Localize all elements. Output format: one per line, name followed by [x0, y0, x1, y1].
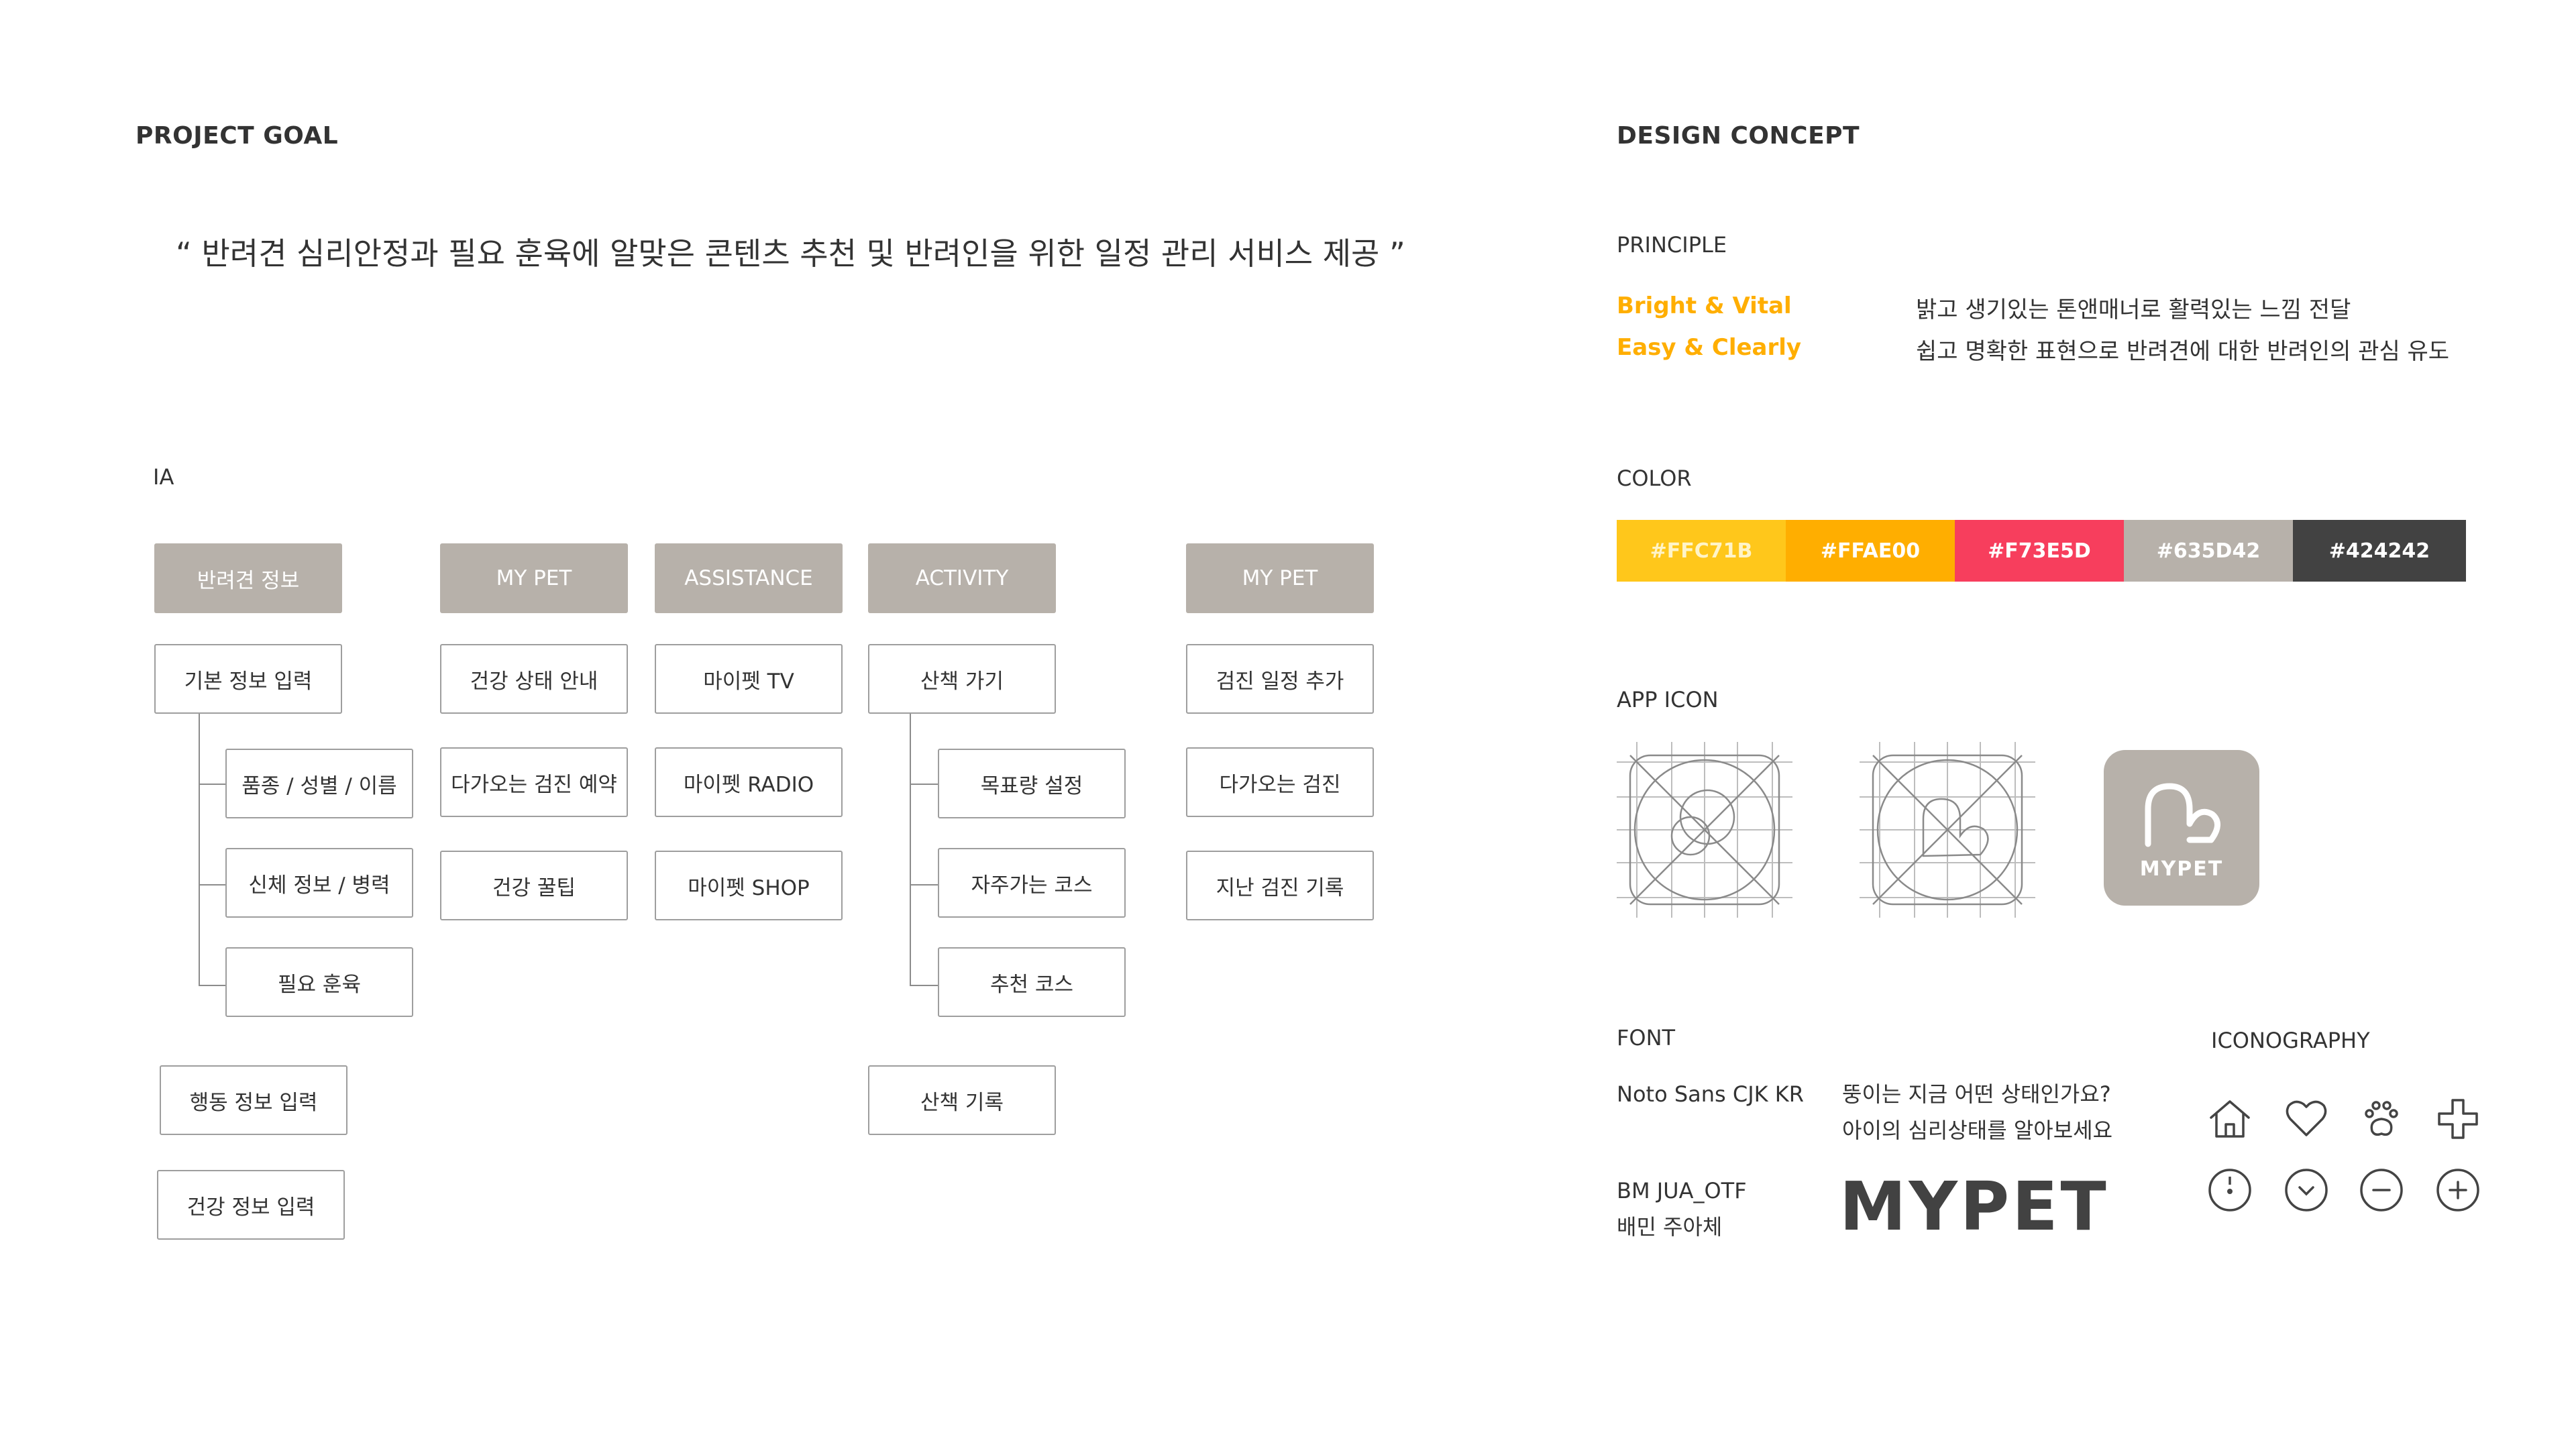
plus-cross-icon	[2438, 1099, 2478, 1139]
ia-node-recommended-course: 추천 코스	[938, 947, 1126, 1017]
ia-head-my-pet: MY PET	[440, 543, 628, 613]
ia-head-pet-info: 반려견 정보	[154, 543, 342, 613]
paw-icon	[2365, 1101, 2398, 1136]
principle-value-easy: 쉽고 명확한 표현으로 반려견에 대한 반려인의 관심 유도	[1916, 338, 2450, 365]
color-swatch-424242: #424242	[2293, 520, 2466, 582]
color-title: COLOR	[1617, 466, 1692, 491]
ia-connector	[910, 784, 939, 785]
ia-node-training: 필요 훈육	[225, 947, 413, 1017]
ia-node-mypet-radio: 마이펫 RADIO	[655, 747, 843, 817]
ia-node-favorite-course: 자주가는 코스	[938, 848, 1126, 918]
heart-icon	[2286, 1100, 2327, 1136]
swatch-label: #424242	[2328, 539, 2430, 563]
color-swatch-635d42: #635D42	[2124, 520, 2293, 582]
ia-node-go-walk: 산책 가기	[868, 644, 1056, 714]
font-sample-mypet: MYPET	[1839, 1167, 2109, 1246]
ia-connector	[910, 714, 911, 986]
ia-node-walk-record: 산책 기록	[868, 1065, 1056, 1135]
principle-key-easy: Easy & Clearly	[1617, 334, 1802, 361]
ia-node-goal-setting: 목표량 설정	[938, 749, 1126, 818]
project-goal-statement: “ 반려견 심리안정과 필요 훈육에 알맞은 콘텐츠 추천 및 반려인을 위한 …	[176, 235, 1405, 272]
font-name-bmjua: BM JUA_OTF	[1617, 1178, 1747, 1203]
principle-value-bright: 밝고 생기있는 톤앤매너로 활력있는 느낌 전달	[1916, 297, 2351, 323]
ia-node-past-checkup: 지난 검진 기록	[1186, 851, 1374, 920]
font-name-noto: Noto Sans CJK KR	[1617, 1081, 1805, 1107]
ia-node-add-checkup: 검진 일정 추가	[1186, 644, 1374, 714]
compass-icon	[2208, 1169, 2251, 1212]
ia-node-upcoming-checkup-booking: 다가오는 검진 예약	[440, 747, 628, 817]
app-icon-label: MYPET	[2139, 857, 2224, 881]
ia-connector	[199, 985, 227, 986]
ia-node-upcoming-checkup: 다가오는 검진	[1186, 747, 1374, 817]
color-swatch-ffc71b: #FFC71B	[1617, 520, 1786, 582]
project-goal-title: PROJECT GOAL	[136, 122, 339, 150]
swatch-label: #FFC71B	[1650, 539, 1753, 563]
chevron-down-circle-icon	[2285, 1169, 2328, 1212]
ia-head-assistance: ASSISTANCE	[655, 543, 843, 613]
color-swatch-ffae00: #FFAE00	[1786, 520, 1955, 582]
ia-connector	[910, 884, 939, 885]
ia-node-health-tips: 건강 꿀팁	[440, 851, 628, 920]
app-icon-grid-sketch-1	[1617, 742, 1792, 918]
minus-circle-icon	[2360, 1169, 2403, 1212]
ia-node-basic-info: 기본 정보 입력	[154, 644, 342, 714]
ia-connector	[199, 884, 227, 885]
font-title: FONT	[1617, 1025, 1676, 1051]
ia-connector	[199, 784, 227, 785]
ia-node-mypet-shop: 마이펫 SHOP	[655, 851, 843, 920]
principle-key-bright: Bright & Vital	[1617, 292, 1792, 319]
font-sample-line-1: 뚱이는 지금 어떤 상태인가요?	[1842, 1081, 2111, 1107]
ia-title: IA	[153, 464, 174, 490]
ia-node-body-history: 신체 정보 / 병력	[225, 848, 413, 918]
ia-node-mypet-tv: 마이펫 TV	[655, 644, 843, 714]
font-sample-line-2: 아이의 심리상태를 알아보세요	[1842, 1118, 2113, 1143]
design-concept-title: DESIGN CONCEPT	[1617, 122, 1860, 150]
swatch-label: #FFAE00	[1820, 539, 1921, 563]
app-icon-title: APP ICON	[1617, 687, 1719, 712]
swatch-label: #635D42	[2156, 539, 2261, 563]
swatch-label: #F73E5D	[1988, 539, 2091, 563]
ia-head-activity: ACTIVITY	[868, 543, 1056, 613]
app-icon-grid-sketch-2	[1860, 742, 2035, 918]
ia-node-behavior-info: 행동 정보 입력	[160, 1065, 347, 1135]
ia-node-health-status: 건강 상태 안내	[440, 644, 628, 714]
mypet-logo-icon	[2145, 783, 2220, 847]
ia-connector	[910, 985, 939, 986]
ia-connector	[199, 714, 200, 986]
iconography-title: ICONOGRAPHY	[2211, 1028, 2370, 1053]
app-icon-final: MYPET	[2104, 750, 2259, 906]
ia-head-my-pet-2: MY PET	[1186, 543, 1374, 613]
color-swatch-f73e5d: #F73E5D	[1955, 520, 2124, 582]
ia-node-breed-gender-name: 품종 / 성별 / 이름	[225, 749, 413, 818]
ia-node-health-info: 건강 정보 입력	[157, 1170, 345, 1240]
plus-circle-icon	[2436, 1169, 2479, 1212]
principle-title: PRINCIPLE	[1617, 232, 1727, 258]
home-icon	[2210, 1100, 2250, 1138]
font-name-bmjua-korean: 배민 주아체	[1617, 1214, 1723, 1240]
